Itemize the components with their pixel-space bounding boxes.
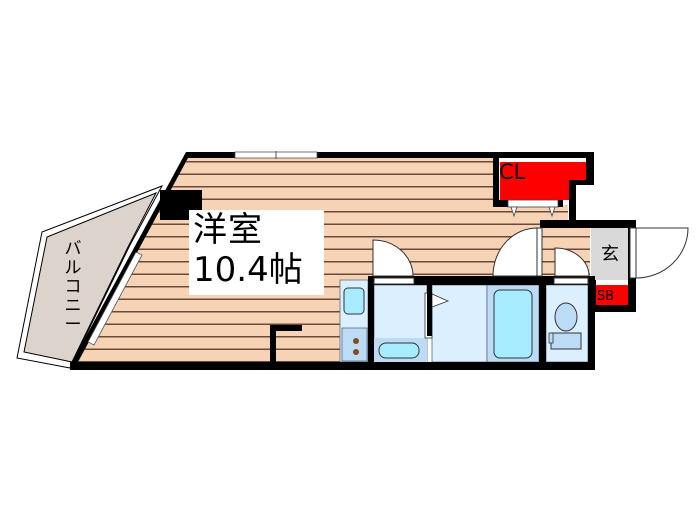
bathroom (486, 284, 540, 363)
balcony-char: コ (64, 277, 82, 297)
closet (500, 162, 586, 200)
closet-label: CL (499, 160, 526, 184)
laundry-space (424, 284, 488, 363)
balcony-label: バ ル コ ニ ー (64, 240, 82, 335)
washroom (373, 284, 428, 363)
shoe-box (594, 285, 628, 305)
stove-burner-icon (353, 338, 359, 344)
balcony-char: ー (64, 315, 82, 335)
kitchen (339, 279, 369, 363)
balcony-char: バ (64, 239, 82, 259)
stove-burner-icon (353, 349, 359, 355)
balcony (16, 185, 164, 369)
window-balcony (87, 251, 143, 346)
toilet (545, 284, 589, 363)
entrance-label: 玄 (601, 244, 619, 265)
room-name: 洋室 (193, 210, 263, 250)
western-room-label: 洋室 10.4帖 (189, 210, 324, 295)
doors (372, 227, 689, 285)
room-size: 10.4帖 (193, 250, 303, 290)
entrance-floor (591, 228, 631, 280)
balcony-char: ニ (64, 296, 82, 316)
balcony-char: ル (64, 258, 82, 278)
shoe-box-label: SB (597, 289, 615, 304)
closet-doors (507, 199, 559, 218)
window-top (234, 151, 318, 159)
toilet-icon (554, 302, 578, 332)
